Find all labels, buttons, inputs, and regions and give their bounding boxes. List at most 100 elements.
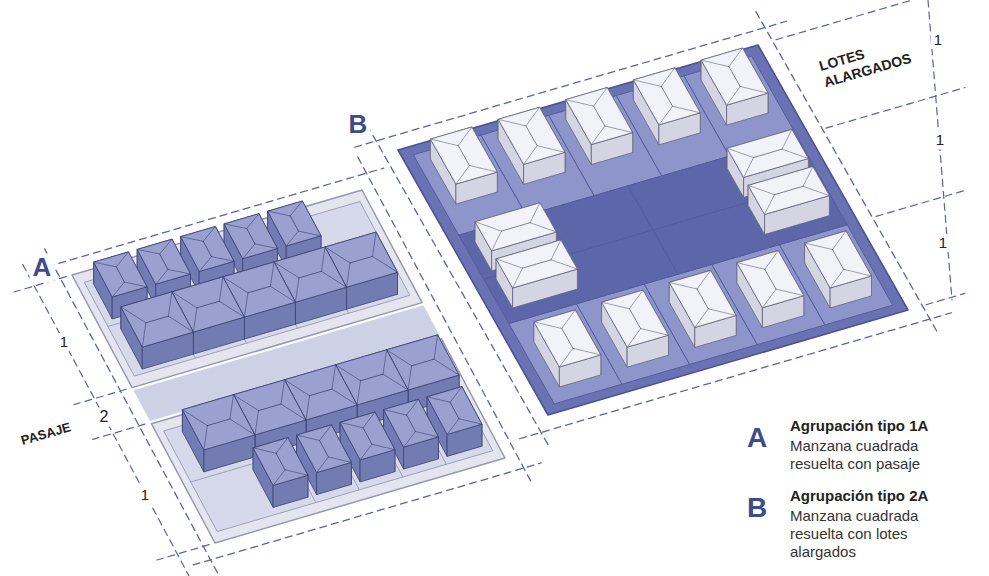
dimension-number: 1 bbox=[933, 131, 947, 149]
roof-hip bbox=[605, 126, 633, 133]
roof-ridge bbox=[247, 229, 255, 244]
dimension-number: 1 bbox=[138, 486, 152, 504]
legend-letter: B bbox=[747, 493, 767, 522]
house bbox=[701, 48, 768, 125]
roof-hip bbox=[562, 310, 576, 329]
roof-hip bbox=[697, 270, 711, 289]
roof-hip bbox=[383, 374, 408, 390]
dimension-extension bbox=[74, 389, 126, 404]
roof-hip bbox=[458, 127, 472, 146]
house-roof bbox=[805, 231, 872, 288]
house bbox=[534, 310, 601, 387]
roof-hip bbox=[255, 244, 278, 249]
roof-hip bbox=[340, 422, 363, 427]
roof-hip bbox=[286, 231, 298, 246]
house-roof bbox=[297, 425, 352, 473]
roof-hip bbox=[384, 410, 407, 415]
roof-hip bbox=[332, 389, 357, 405]
roof-hip bbox=[230, 419, 255, 435]
house bbox=[496, 240, 577, 308]
roof-hip bbox=[559, 348, 573, 367]
roof-hip bbox=[661, 68, 675, 87]
roof-hip bbox=[295, 278, 299, 302]
roof-hip bbox=[803, 166, 813, 186]
house-roof bbox=[633, 68, 700, 125]
roof-hip bbox=[498, 119, 526, 126]
roof-hip bbox=[434, 359, 459, 375]
roof-hip bbox=[430, 139, 458, 146]
roof-ridge bbox=[320, 441, 329, 458]
block-note: LOTES ALARGADOS bbox=[817, 33, 915, 91]
roof-hip bbox=[673, 106, 701, 113]
roof-ridge bbox=[594, 106, 605, 126]
roof-ridge bbox=[450, 402, 459, 419]
block-b bbox=[355, 0, 966, 448]
roof-hip bbox=[450, 387, 462, 403]
roof-ridge bbox=[412, 359, 434, 366]
house-roof bbox=[268, 201, 321, 246]
roof-hip bbox=[199, 257, 211, 272]
roof-hip bbox=[357, 381, 361, 405]
roof-hip bbox=[181, 237, 204, 242]
roof-hip bbox=[211, 257, 234, 262]
roof-hip bbox=[243, 244, 255, 259]
roof-ridge bbox=[146, 316, 168, 323]
roof-hip bbox=[727, 148, 753, 157]
roof-hip bbox=[669, 282, 697, 289]
roof-ridge bbox=[290, 216, 298, 231]
roof-hip bbox=[740, 87, 768, 94]
roof-ridge bbox=[501, 223, 530, 231]
roof-hip bbox=[219, 277, 223, 301]
legend-letter: A bbox=[747, 423, 767, 452]
house-roof bbox=[475, 203, 556, 251]
roof-hip bbox=[594, 88, 608, 107]
house-roof bbox=[602, 290, 669, 347]
roof-hip bbox=[168, 316, 193, 332]
roof-hip bbox=[137, 249, 160, 254]
house-roof bbox=[669, 270, 736, 327]
roof-hip bbox=[372, 444, 395, 449]
roof-hip bbox=[328, 457, 351, 462]
roof-hip bbox=[447, 419, 459, 435]
roof-hip bbox=[346, 263, 350, 287]
roof-hip bbox=[142, 323, 146, 347]
roof-hip bbox=[332, 365, 336, 389]
house-roof bbox=[340, 412, 395, 460]
roof-ridge bbox=[661, 86, 672, 106]
roof-hip bbox=[844, 269, 872, 276]
house-roof bbox=[701, 48, 768, 105]
pasaje-label: PASAJE bbox=[16, 419, 75, 450]
dimension-number: 1 bbox=[57, 333, 71, 351]
house bbox=[498, 107, 565, 184]
roof-hip bbox=[415, 432, 438, 437]
roof-hip bbox=[306, 396, 310, 420]
roof-ridge bbox=[207, 419, 229, 426]
house bbox=[805, 231, 872, 308]
house-roof bbox=[427, 387, 482, 435]
roof-hip bbox=[513, 268, 523, 288]
roof-hip bbox=[782, 129, 792, 149]
roof-hip bbox=[317, 457, 329, 473]
block-a bbox=[14, 157, 541, 576]
roof-hip bbox=[290, 201, 302, 216]
roof-ridge bbox=[765, 269, 776, 289]
house bbox=[737, 251, 804, 328]
roof-ridge bbox=[522, 260, 551, 268]
roof-hip bbox=[748, 185, 774, 194]
roof-hip bbox=[203, 226, 215, 241]
dimension-line bbox=[928, 0, 952, 300]
roof-hip bbox=[321, 271, 346, 287]
roof-hip bbox=[762, 289, 776, 308]
house-roof bbox=[224, 214, 277, 259]
roof-ridge bbox=[203, 241, 211, 256]
roof-ridge bbox=[562, 329, 573, 349]
dimension-number: 1 bbox=[936, 234, 950, 252]
roof-hip bbox=[298, 231, 321, 236]
roof-ridge bbox=[248, 286, 270, 293]
roof-hip bbox=[116, 252, 128, 267]
roof-hip bbox=[383, 350, 387, 374]
roof-hip bbox=[281, 404, 306, 420]
block-letter: A bbox=[30, 253, 55, 282]
roof-hip bbox=[633, 80, 661, 87]
